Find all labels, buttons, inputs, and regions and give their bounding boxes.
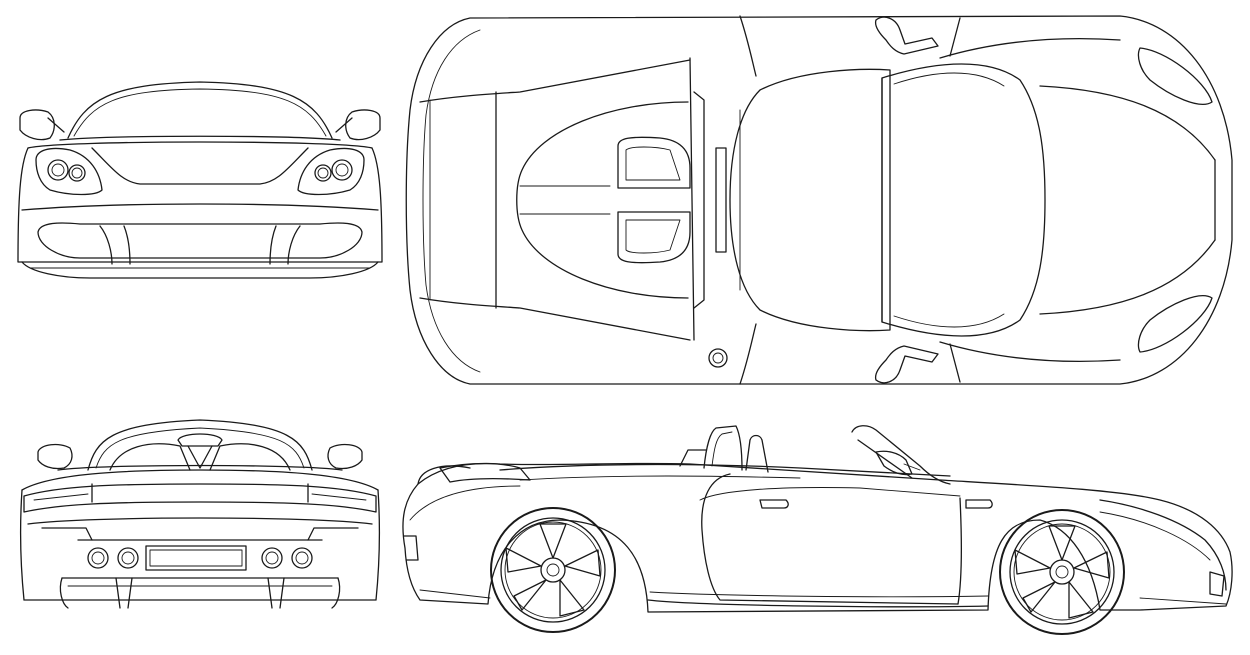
front-view <box>17 81 383 279</box>
rear-view <box>20 419 380 609</box>
side-view <box>402 425 1233 635</box>
rear-wheel <box>490 507 616 633</box>
top-view <box>405 15 1233 385</box>
front-wheel <box>999 509 1125 635</box>
